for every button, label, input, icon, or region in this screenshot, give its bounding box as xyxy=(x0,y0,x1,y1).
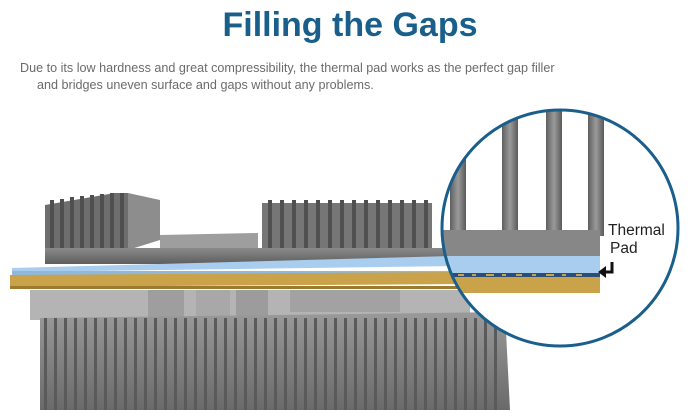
pcb-board xyxy=(10,272,470,289)
thermal-pad-label-line-1: Thermal xyxy=(608,222,665,239)
board-components xyxy=(30,290,470,320)
bottom-heatsink xyxy=(40,312,510,410)
page-title: Filling the Gaps xyxy=(222,6,478,44)
thermal-pad-layer xyxy=(12,256,464,275)
thermal-pad-label: Thermal Pad xyxy=(608,222,665,258)
zoom-callout xyxy=(440,108,680,348)
description: Due to its low hardness and great compre… xyxy=(20,60,660,94)
top-heatsink xyxy=(45,193,445,264)
description-line-1: Due to its low hardness and great compre… xyxy=(20,61,555,75)
thermal-pad-label-line-2: Pad xyxy=(610,240,638,257)
description-line-2: and bridges uneven surface and gaps with… xyxy=(37,78,374,92)
